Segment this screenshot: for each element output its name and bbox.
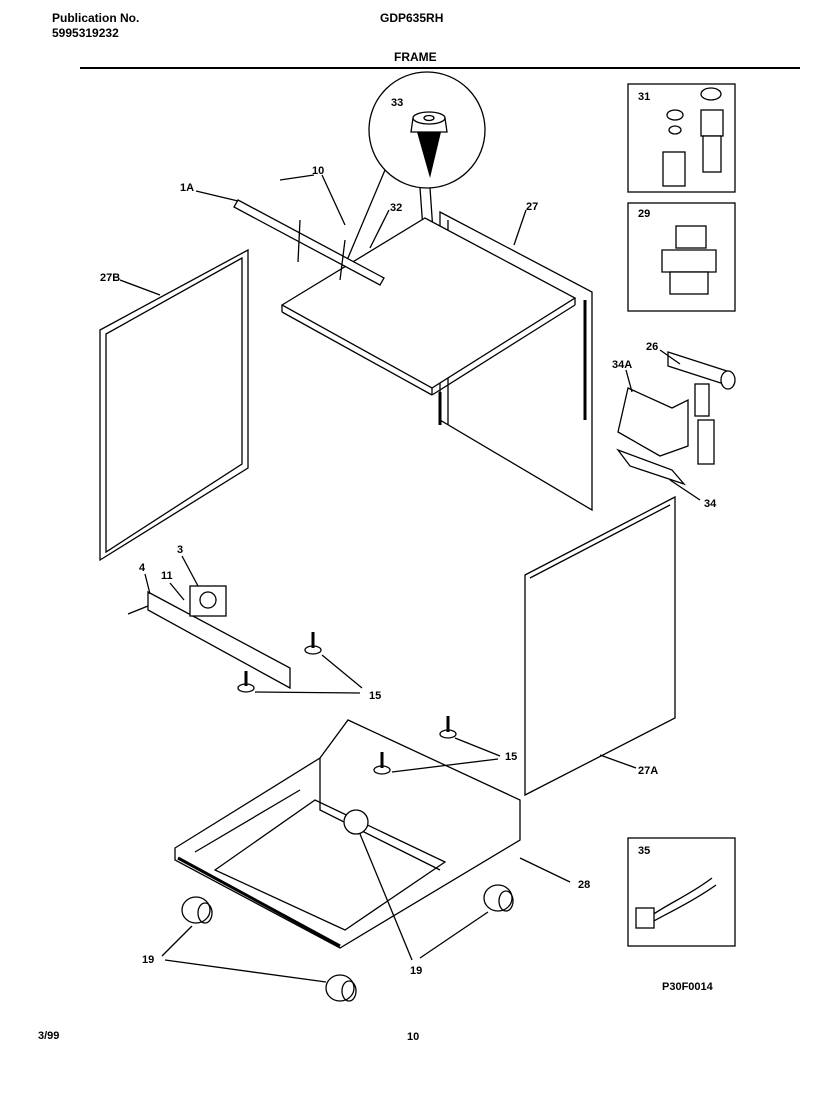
footer-date: 3/99 — [38, 1030, 60, 1042]
leader-lines — [119, 174, 701, 883]
header-rule — [80, 67, 800, 69]
callout-19-left: 19 — [142, 954, 154, 966]
callout-29: 29 — [638, 208, 650, 220]
callout-34: 34 — [704, 498, 717, 510]
part-35-inset — [627, 837, 736, 947]
callout-31: 31 — [638, 91, 650, 103]
base-28 — [174, 719, 521, 949]
publication-number: 5995319232 — [52, 26, 119, 40]
frame-top-27 — [280, 210, 593, 512]
publication-label: Publication No. — [52, 11, 140, 25]
callout-33: 33 — [391, 97, 403, 109]
callout-27: 27 — [526, 201, 538, 213]
callout-32: 32 — [390, 202, 402, 214]
callout-15-left: 15 — [369, 690, 381, 702]
model-number: GDP635RH — [380, 11, 444, 25]
callout-19-right: 19 — [410, 965, 422, 977]
bracket-1A — [233, 199, 385, 286]
screws-15-right — [373, 716, 501, 775]
callout-26: 26 — [646, 341, 658, 353]
callout-27A: 27A — [638, 765, 658, 777]
callout-10: 10 — [312, 165, 324, 177]
callout-1A: 1A — [180, 182, 194, 194]
callout-4: 4 — [139, 562, 146, 574]
callout-11: 11 — [161, 570, 173, 582]
diagram-code: P30F0014 — [662, 981, 714, 993]
page-number: 10 — [407, 1031, 420, 1043]
callout-3: 3 — [177, 544, 183, 556]
callout-27B: 27B — [100, 272, 120, 284]
callout-35: 35 — [638, 845, 650, 857]
parts-26-34A-34 — [616, 351, 736, 486]
panel-27A — [524, 495, 676, 797]
panel-27B — [99, 248, 249, 562]
part-29-inset — [627, 202, 736, 312]
section-title: FRAME — [394, 50, 437, 64]
part-31-inset — [627, 83, 736, 193]
part-33-inset — [344, 71, 486, 366]
callout-15-right: 15 — [505, 751, 517, 763]
casters-19 — [161, 809, 514, 1002]
callout-28: 28 — [578, 879, 590, 891]
bracket-assembly-3-4-11 — [127, 585, 291, 690]
callout-34A: 34A — [612, 359, 632, 371]
screws-15-left — [237, 632, 363, 694]
